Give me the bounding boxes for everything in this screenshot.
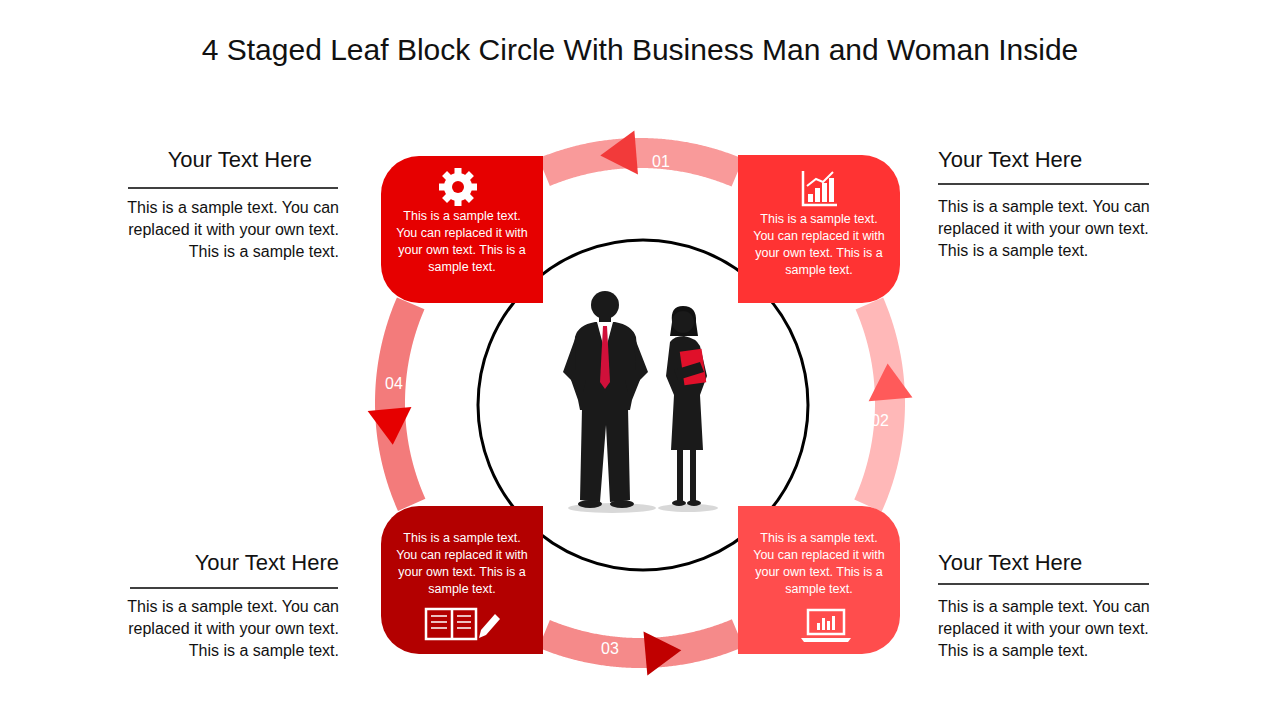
business-people [563,291,718,513]
man-shoe [578,500,602,508]
man-arm [563,336,586,392]
book-lines [431,616,471,628]
ring-segment-group [868,304,912,506]
woman-head [672,311,694,333]
arrowhead [644,632,682,676]
block-text: This is a sample text. You can replaced … [751,530,887,598]
gear-icon [439,168,477,206]
callout-number: 03 [596,638,624,660]
block-text: This is a sample text. You can replaced … [394,208,530,276]
leaf-shape [738,506,900,654]
leaf-block: This is a sample text. You can replaced … [381,156,543,303]
ring-segment-group [544,632,738,676]
side-heading: Your Text Here [938,146,1188,174]
block-body: This is a sample text. You can replaced … [394,530,530,598]
gear-hole [452,181,464,193]
block-text: This is a sample text. You can replaced … [751,211,887,279]
chart-trend [807,172,833,186]
chart-bar [822,183,827,202]
laptop-screen [808,610,844,634]
woman-hair [670,306,698,336]
ring-segment-group [544,131,737,175]
chart-icon [803,171,837,205]
block-body: This is a sample text. You can replaced … [751,211,887,279]
man-arm [625,336,648,392]
heading-underline [130,587,338,589]
arrowhead [368,407,412,445]
block-body: This is a sample text. You can replaced … [394,208,530,276]
callout-number: 02 [866,410,894,432]
slide-title: 4 Staged Leaf Block Circle With Business… [0,33,1280,67]
book-icon [426,609,500,639]
woman-shoe [672,500,686,506]
woman-leg [690,448,696,502]
side-body: This is a sample text. You can replaced … [938,196,1183,262]
laptop-icon [801,610,851,642]
arrowhead [600,131,638,175]
ring-segment [544,633,738,653]
leaf-shape [381,506,543,654]
heading-underline [128,187,338,189]
man-shoe [610,500,634,508]
woman-leg [677,448,683,502]
woman-suit [666,336,707,450]
shadow [658,504,718,512]
side-heading: Your Text Here [89,549,339,577]
laptop-bar [832,616,835,630]
leaf-fill [381,156,543,303]
man-jacket [571,322,640,410]
chart-bar [815,188,820,202]
leaf-block: This is a sample text. You can replaced … [738,155,900,303]
side-heading: Your Text Here [62,146,312,174]
side-body: This is a sample text. You can replaced … [94,197,339,263]
man-head [591,291,619,319]
woman-shoe [687,500,701,506]
man-legs [580,408,630,502]
leaf-fill [738,506,900,654]
laptop-base [801,638,851,642]
block-text: This is a sample text. You can replaced … [394,530,530,598]
laptop-bar [817,623,820,630]
woman-arm [674,362,704,380]
gear-body [444,173,472,201]
callout-number: 04 [380,373,408,395]
side-body: This is a sample text. You can replaced … [94,596,339,662]
ring-segment [868,304,890,506]
heading-underline [938,583,1149,585]
leaf-block: This is a sample text. You can replaced … [738,506,900,654]
book-icon [426,609,476,639]
chart-bar [829,178,834,202]
leaf-fill [738,155,900,303]
block-body: This is a sample text. You can replaced … [751,530,887,598]
callout-number: 01 [647,151,675,173]
chart-bar [808,194,813,202]
ring-segment [390,303,412,504]
leaf-fill [381,506,543,654]
chart-axis [803,171,837,205]
pencil-icon [479,614,500,638]
arrowhead [869,363,913,401]
side-body: This is a sample text. You can replaced … [938,596,1183,662]
man-tie [600,326,610,389]
laptop-bar [827,621,830,630]
ring-segment-group [368,303,412,504]
leaf-block: This is a sample text. You can replaced … [381,506,543,654]
laptop-bar [822,618,825,630]
ring-segment [544,153,737,173]
heading-underline [938,183,1149,185]
side-heading: Your Text Here [938,549,1188,577]
